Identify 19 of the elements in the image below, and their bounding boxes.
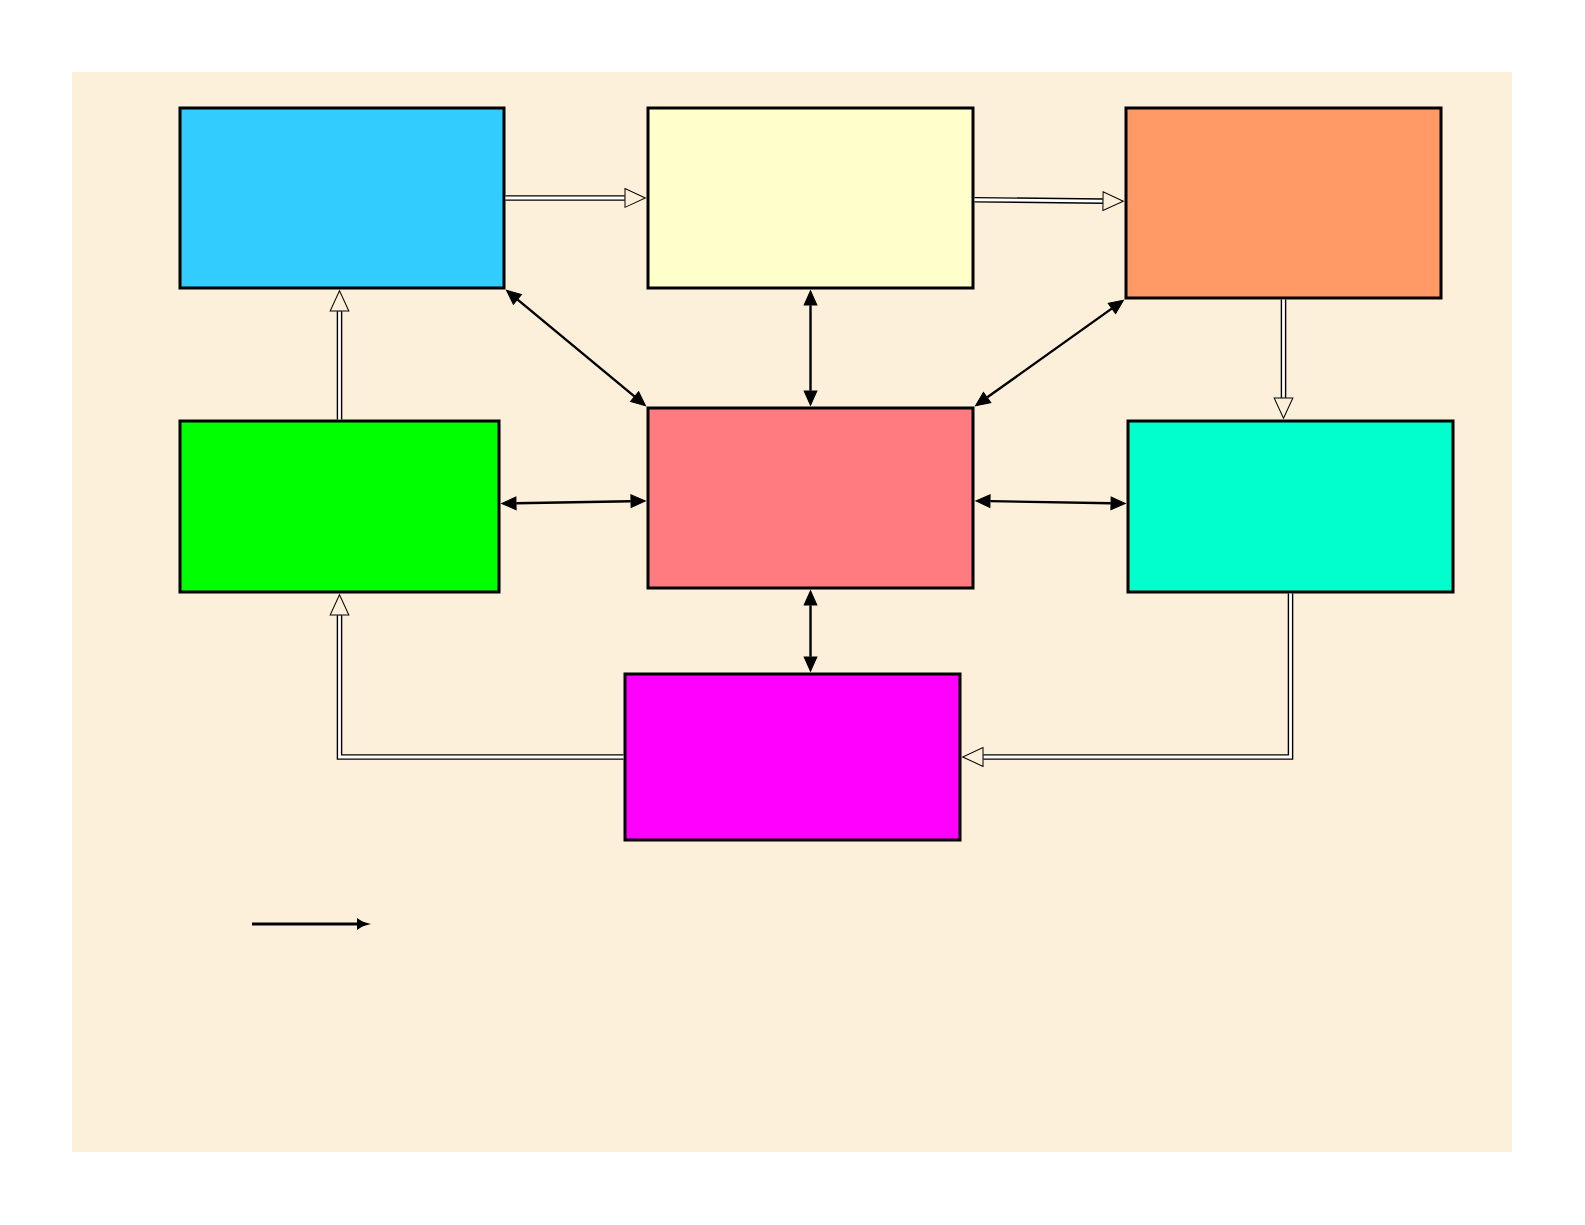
arrow	[501, 494, 646, 511]
arrow	[803, 290, 818, 406]
process-box	[178, 419, 501, 594]
process-box	[646, 106, 975, 290]
arrow	[803, 590, 818, 672]
process-box	[178, 106, 506, 290]
arrow	[505, 289, 647, 407]
process-box	[1126, 419, 1455, 594]
process-box	[646, 406, 975, 590]
arrow	[505, 188, 646, 208]
arrow	[974, 191, 1124, 211]
arrow	[1273, 299, 1294, 419]
arrow	[975, 494, 1126, 511]
arrow	[329, 290, 350, 420]
process-box	[1124, 106, 1443, 300]
arrow	[329, 594, 624, 760]
arrow	[975, 299, 1124, 407]
arrow	[962, 593, 1294, 767]
process-box	[623, 672, 962, 842]
